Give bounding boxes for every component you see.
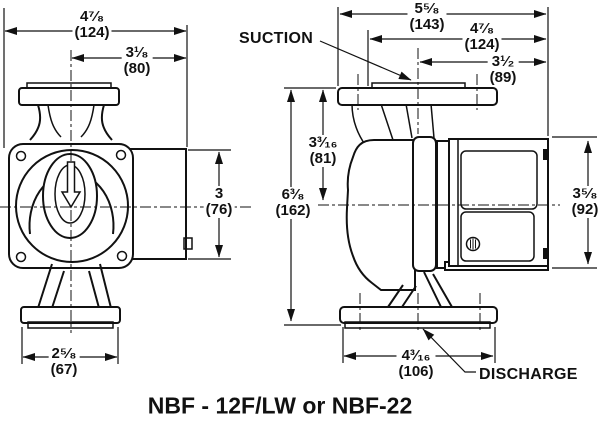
dim-side-flange-width: 4³⁄₁₆ (106): [396, 347, 436, 380]
bolt-hole-icon: [15, 150, 27, 162]
bolt-hole-icon: [15, 251, 27, 263]
discharge-leader-arrow: [422, 328, 476, 373]
bolt-hole-icon: [116, 250, 128, 262]
dim-front-center-to-motor: 3¹⁄₈ (80): [121, 44, 153, 77]
model-caption: NBF - 12F/LW or NBF-22: [147, 392, 413, 419]
front-legs: [37, 263, 112, 309]
dim-inches: 6³⁄₈: [281, 186, 305, 203]
bolt-hole-icon: [115, 149, 127, 161]
dim-inches: 3: [214, 185, 224, 202]
leader-arrows: [319, 40, 476, 373]
side-motor-upper-panel: [460, 150, 538, 210]
front-suction-flange: [18, 87, 120, 106]
side-mounting-plate: [412, 136, 437, 272]
side-view: [337, 82, 549, 329]
side-motor-tab: [543, 149, 549, 160]
dim-center-to-motor-end: 3¹⁄₂ (89): [487, 53, 519, 86]
dim-mm: (162): [275, 202, 311, 219]
side-motor-housing: [448, 138, 549, 267]
dim-inches: 3³⁄₁₆: [308, 134, 338, 151]
dim-inches: 5⁵⁄₈: [414, 0, 440, 17]
side-volute-body: [345, 139, 416, 291]
discharge-label: DISCHARGE: [478, 366, 579, 383]
dim-mm: (124): [74, 24, 110, 41]
dim-inches: 4⁷⁄₈: [79, 8, 105, 25]
side-legs: [387, 271, 453, 308]
screw-icon: [465, 236, 481, 252]
suction-label: SUCTION: [238, 30, 315, 47]
dim-mm: (92): [571, 201, 599, 218]
suction-leader-arrow: [319, 40, 412, 81]
front-view: [8, 82, 193, 329]
dim-inches: 4³⁄₁₆: [401, 347, 431, 364]
dim-mm: (89): [489, 69, 517, 86]
front-motor-housing: [127, 148, 187, 260]
dim-flange-to-flange: 6³⁄₈ (162): [273, 186, 313, 219]
dim-inches: 3¹⁄₈: [125, 44, 149, 61]
flow-direction-arrow-icon: [60, 161, 82, 209]
dim-mm: (81): [309, 150, 337, 167]
dim-motor-body-height: 3⁵⁄₈ (92): [569, 185, 600, 218]
dim-mm: (67): [50, 361, 78, 378]
dim-front-flange-width: 2⁵⁄₈ (67): [48, 345, 80, 378]
dim-inches: 3⁵⁄₈: [572, 185, 598, 202]
side-motor-tab: [543, 248, 549, 259]
dim-mm: (143): [409, 16, 445, 33]
dim-inches: 4⁷⁄₈: [469, 20, 495, 37]
dim-mm: (124): [464, 36, 500, 53]
dim-inches: 2⁵⁄₈: [51, 345, 77, 362]
dim-motor-height: 3 (76): [203, 185, 235, 218]
dim-mm: (76): [205, 201, 233, 218]
dim-side-depth: 4⁷⁄₈ (124): [462, 20, 502, 53]
dim-side-overall-depth: 5⁵⁄₈ (143): [407, 0, 447, 33]
front-motor-tab: [183, 237, 193, 250]
side-motor-lower-panel: [460, 211, 535, 262]
dim-flange-to-centerline: 3³⁄₁₆ (81): [306, 134, 340, 167]
dim-mm: (106): [398, 363, 434, 380]
front-discharge-flange-face: [27, 321, 114, 329]
dim-mm: (80): [123, 60, 151, 77]
dim-front-overall-width: 4⁷⁄₈ (124): [72, 8, 112, 41]
dim-inches: 3¹⁄₂: [491, 53, 515, 70]
